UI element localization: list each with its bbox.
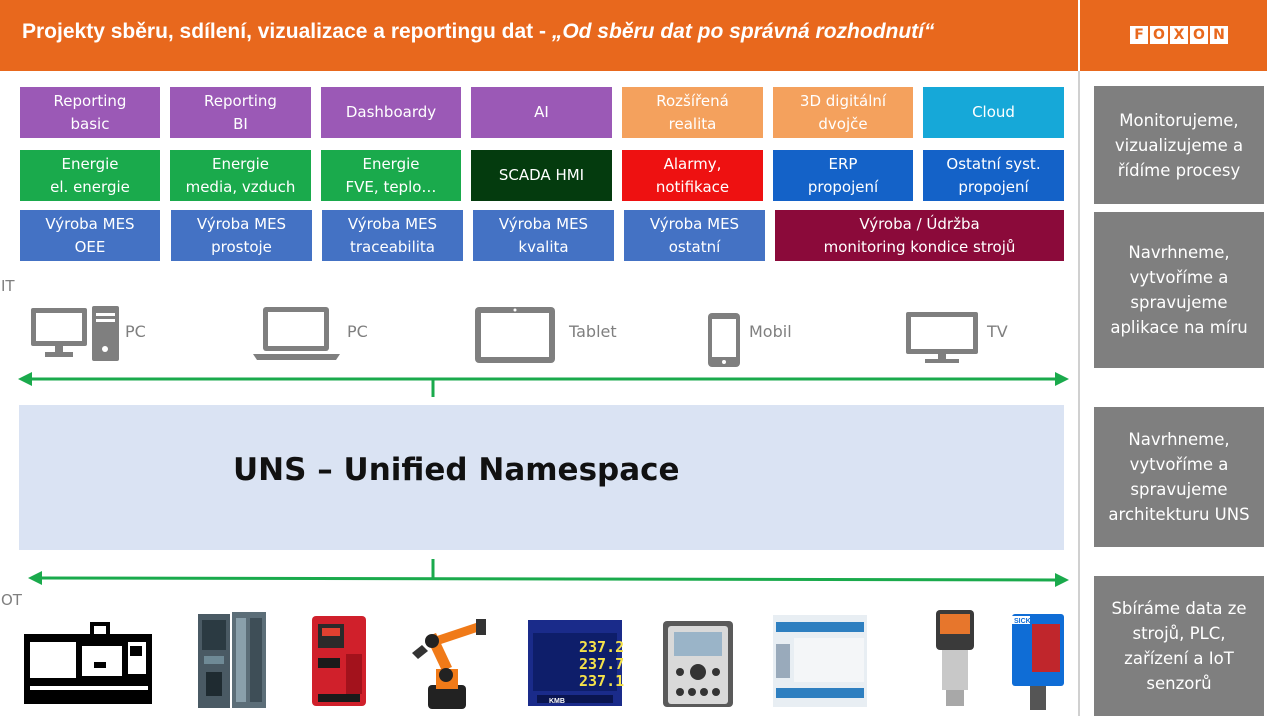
industrial-robot-icon bbox=[412, 619, 486, 709]
tile-mes-downtime: Výroba MES prostoje bbox=[171, 210, 312, 261]
it-connection-arrow bbox=[18, 372, 1069, 397]
side-box-data-collection: Sbíráme data ze strojů, PLC, zařízení a … bbox=[1094, 576, 1264, 716]
uns-layer bbox=[19, 405, 1064, 550]
title-italic: „Od sběru dat po správná rozhodnutí“ bbox=[551, 20, 935, 43]
tile-reporting-bi: Reporting BI bbox=[170, 87, 311, 138]
desktop-pc-icon bbox=[31, 306, 119, 361]
tile-digital-twin: 3D digitální dvojče bbox=[773, 87, 913, 138]
mobile-icon bbox=[708, 313, 740, 367]
logo-letter: O bbox=[1150, 26, 1168, 44]
title-plain: Projekty sběru, sdílení, vizualizace a r… bbox=[22, 20, 552, 43]
meter-reading-2: 237.7 bbox=[579, 655, 624, 673]
sensor-brand: SICK bbox=[1014, 618, 1031, 625]
tile-alarms: Alarmy, notifikace bbox=[622, 150, 763, 201]
side-box-applications: Navrhneme, vytvoříme a spravujeme aplika… bbox=[1094, 212, 1264, 368]
device-label-mobile: Mobil bbox=[749, 322, 792, 341]
tile-augmented-reality: Rozšířená realita bbox=[622, 87, 763, 138]
side-box-monitoring: Monitorujeme, vizualizujeme a řídíme pro… bbox=[1094, 86, 1264, 204]
logo-letter: F bbox=[1130, 26, 1148, 44]
tile-mes-oee: Výroba MES OEE bbox=[20, 210, 160, 261]
tile-reporting-basic: Reporting basic bbox=[20, 87, 160, 138]
tile-mes-other: Výroba MES ostatní bbox=[624, 210, 765, 261]
tv-icon bbox=[906, 312, 978, 363]
cnc-machine-icon bbox=[24, 622, 152, 704]
tile-cloud: Cloud bbox=[923, 87, 1064, 138]
header-bar: Projekty sběru, sdílení, vizualizace a r… bbox=[0, 0, 1078, 71]
tile-scada-hmi: SCADA HMI bbox=[471, 150, 612, 201]
meter-reading-1: 237.2 bbox=[579, 638, 624, 656]
page-title: Projekty sběru, sdílení, vizualizace a r… bbox=[22, 20, 935, 44]
tile-energy-media: Energie media, vzduch bbox=[170, 150, 311, 201]
frequency-inverter-icon bbox=[312, 616, 366, 706]
divider-line bbox=[1078, 71, 1080, 716]
tile-mes-traceability: Výroba MES traceabilita bbox=[322, 210, 463, 261]
logo-letter: N bbox=[1210, 26, 1228, 44]
plc-icon bbox=[198, 612, 266, 708]
hmi-terminal-icon bbox=[663, 621, 733, 707]
device-label-tablet: Tablet bbox=[569, 322, 617, 341]
pressure-sensor-icon bbox=[936, 610, 974, 706]
io-module-icon bbox=[773, 615, 867, 707]
tile-other-systems: Ostatní syst. propojení bbox=[923, 150, 1064, 201]
tile-mes-quality: Výroba MES kvalita bbox=[473, 210, 614, 261]
device-label-pc-desktop: PC bbox=[125, 322, 146, 341]
device-label-tv: TV bbox=[987, 322, 1008, 341]
ot-layer-label: OT bbox=[1, 591, 22, 609]
logo-letter: O bbox=[1190, 26, 1208, 44]
tile-erp: ERP propojení bbox=[773, 150, 913, 201]
meter-reading-3: 237.1 bbox=[579, 672, 624, 690]
it-layer-label: IT bbox=[1, 277, 15, 295]
tile-dashboardy: Dashboardy bbox=[321, 87, 461, 138]
meter-brand: KMB bbox=[549, 698, 565, 705]
tile-ai: AI bbox=[471, 87, 612, 138]
ot-connection-arrow bbox=[28, 559, 1069, 587]
laptop-icon bbox=[253, 307, 340, 360]
device-label-pc-laptop: PC bbox=[347, 322, 368, 341]
tablet-icon bbox=[475, 307, 555, 363]
logo-letter: X bbox=[1170, 26, 1188, 44]
photoelectric-sensor-icon: SICK bbox=[1012, 614, 1064, 710]
tile-energy-electric: Energie el. energie bbox=[20, 150, 160, 201]
tile-maintenance-monitoring: Výroba / Údržba monitoring kondice stroj… bbox=[775, 210, 1064, 261]
power-meter-icon: 237.2 237.7 237.1 KMB bbox=[528, 620, 624, 706]
uns-label: UNS – Unified Namespace bbox=[233, 452, 680, 488]
foxon-logo: F O X O N bbox=[1130, 26, 1228, 44]
tile-energy-fve: Energie FVE, teplo… bbox=[321, 150, 461, 201]
side-box-uns-architecture: Navrhneme, vytvoříme a spravujeme archit… bbox=[1094, 407, 1264, 547]
